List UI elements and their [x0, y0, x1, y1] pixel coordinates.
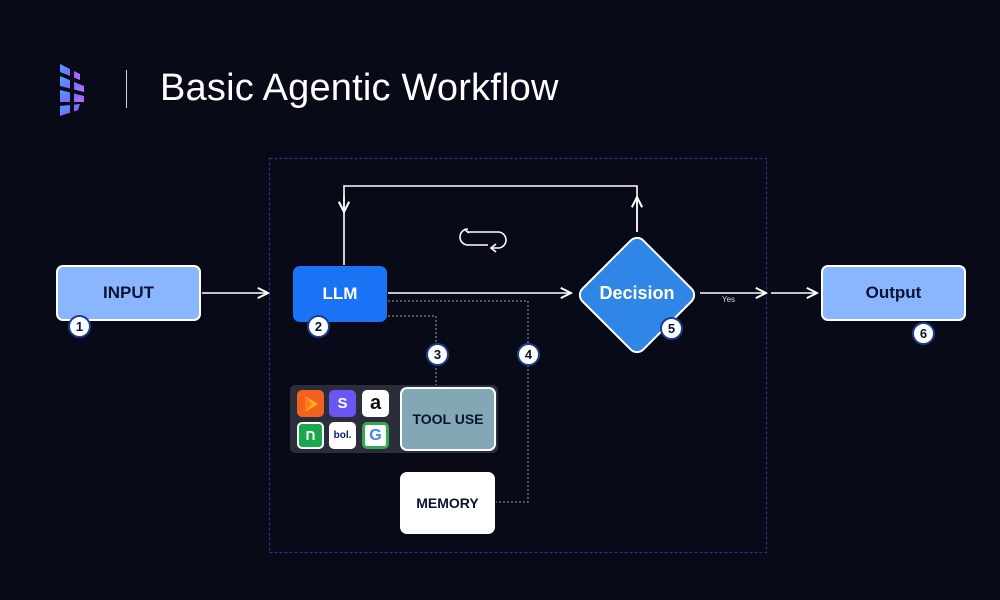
llm-to-tool-connector	[388, 315, 437, 386]
llm-to-memory-connector	[388, 300, 529, 503]
yes-label: Yes	[722, 295, 736, 304]
step-badge-4: 4	[517, 343, 540, 366]
bol-icon: bol.	[329, 422, 356, 449]
brand-logo-icon	[60, 64, 84, 116]
memory-node: MEMORY	[400, 472, 495, 534]
amazon-icon: a	[362, 390, 389, 417]
s-app-icon: S	[329, 390, 356, 417]
cycle-icon	[459, 228, 507, 253]
play-store-style-icon	[297, 390, 324, 417]
green-app-icon: ח	[297, 422, 324, 449]
input-node: INPUT	[56, 265, 201, 321]
input-node-label: INPUT	[103, 283, 154, 302]
step-badge-6: 6	[912, 322, 935, 345]
step-badge-3: 3	[426, 343, 449, 366]
llm-node-label: LLM	[322, 284, 358, 303]
step-badge-1: 1	[68, 315, 91, 338]
output-node-label: Output	[865, 283, 922, 302]
google-maps-icon: G	[362, 422, 389, 449]
tool-use-node-label: TOOL USE	[412, 411, 484, 427]
feedback-loop-line	[343, 185, 638, 265]
memory-node-label: MEMORY	[416, 495, 479, 511]
page-title: Basic Agentic Workflow	[160, 67, 559, 109]
agent-loop-frame	[268, 157, 768, 554]
tool-use-node: TOOL USE	[400, 387, 496, 451]
title-divider	[126, 70, 127, 108]
step-badge-5: 5	[660, 317, 683, 340]
step-badge-2: 2	[307, 315, 330, 338]
decision-node-label: Decision	[599, 283, 675, 303]
llm-node: LLM	[293, 266, 387, 322]
output-node: Output	[821, 265, 966, 321]
